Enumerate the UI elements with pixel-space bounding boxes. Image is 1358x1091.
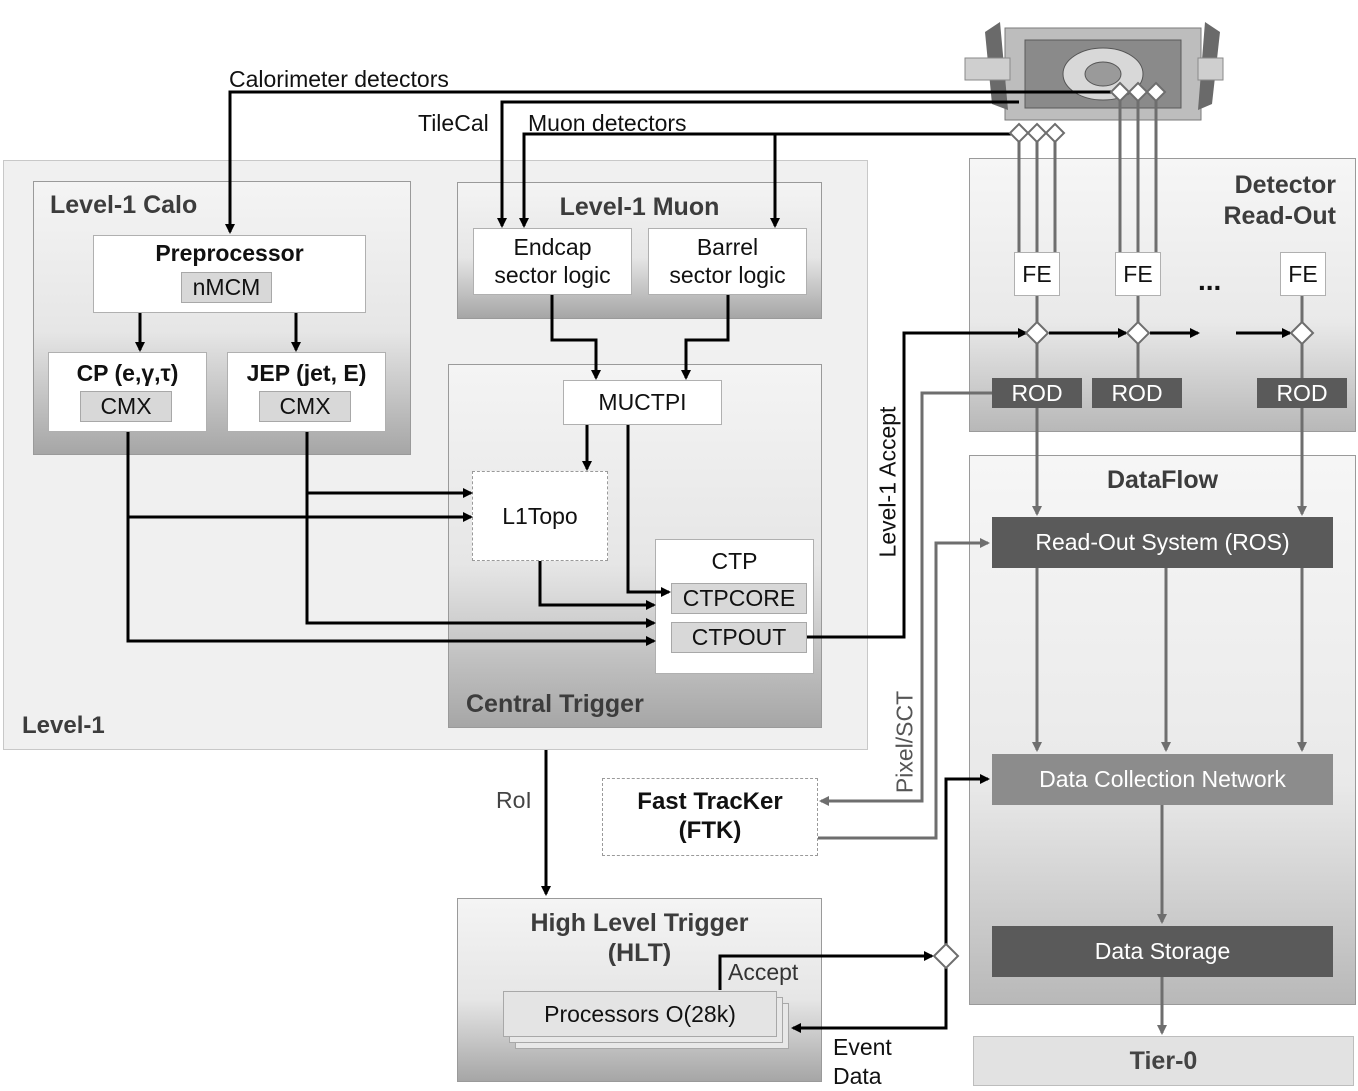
- jep-label: JEP (jet, E): [246, 360, 367, 386]
- level1-label: Level-1: [22, 712, 105, 739]
- fe-box-1: FE: [1014, 252, 1060, 296]
- atlas-detector-icon: [964, 22, 1224, 121]
- ftk-box: Fast TracKer (FTK): [602, 778, 818, 856]
- tilecal-label: TileCal: [418, 110, 489, 136]
- data-storage-box: Data Storage: [992, 926, 1333, 977]
- nmcm-box: nMCM: [181, 272, 272, 303]
- ctpout-box: CTPOUT: [671, 622, 807, 653]
- dataflow-title: DataFlow: [1106, 466, 1219, 494]
- rod-box-2: ROD: [1092, 378, 1182, 408]
- event-data-line2: Data: [833, 1062, 882, 1089]
- level1-accept-label: Level-1 Accept: [874, 406, 901, 558]
- barrel-sector-logic-box: Barrel sector logic: [648, 228, 807, 295]
- ctpcore-box: CTPCORE: [671, 583, 807, 614]
- calorimeter-detectors-label: Calorimeter detectors: [229, 66, 449, 92]
- central-trigger-title: Central Trigger: [466, 690, 644, 718]
- ftk-line1: Fast TracKer: [637, 788, 783, 816]
- fe-ellipsis: ...: [1198, 265, 1222, 296]
- readout-title-line2: Read-Out: [1223, 202, 1337, 231]
- barrel-line2: sector logic: [669, 261, 786, 288]
- hlt-title-line2: (HLT): [607, 939, 672, 967]
- fe-box-2: FE: [1115, 252, 1161, 296]
- muon-detectors-label: Muon detectors: [528, 110, 687, 136]
- ros-box: Read-Out System (ROS): [992, 517, 1333, 568]
- l1topo-box: L1Topo: [472, 471, 608, 561]
- ctp-label: CTP: [711, 548, 758, 574]
- endcap-line1: Endcap: [513, 233, 592, 260]
- preprocessor-label: Preprocessor: [155, 240, 304, 266]
- roi-label: RoI: [496, 787, 532, 813]
- cp-cmx-box: CMX: [80, 391, 172, 422]
- hlt-title-line1: High Level Trigger: [530, 909, 749, 937]
- jep-cmx-box: CMX: [259, 391, 351, 422]
- fe-box-3: FE: [1280, 252, 1326, 296]
- dcn-box: Data Collection Network: [992, 754, 1333, 805]
- event-data-label: Event Data: [833, 1033, 892, 1091]
- rod-box-3: ROD: [1257, 378, 1347, 408]
- processors-box: Processors O(28k): [503, 991, 777, 1037]
- muctpi-box: MUCTPI: [563, 380, 722, 425]
- pixel-sct-label: Pixel/SCT: [891, 690, 918, 794]
- cp-label: CP (e,γ,τ): [76, 360, 179, 386]
- barrel-line1: Barrel: [696, 233, 759, 260]
- tier0-box: Tier-0: [973, 1036, 1354, 1086]
- level1-calo-title: Level-1 Calo: [50, 191, 198, 219]
- ftk-line2: (FTK): [678, 817, 742, 844]
- hlt-title: High Level Trigger (HLT): [457, 908, 822, 968]
- event-data-line1: Event: [833, 1034, 892, 1060]
- readout-title-line1: Detector: [1234, 171, 1336, 199]
- endcap-sector-logic-box: Endcap sector logic: [473, 228, 632, 295]
- accept-label: Accept: [728, 959, 799, 985]
- rod-box-1: ROD: [992, 378, 1082, 408]
- level1-muon-title: Level-1 Muon: [559, 193, 720, 221]
- endcap-line2: sector logic: [494, 261, 611, 288]
- readout-title: Detector Read-Out: [1224, 170, 1337, 233]
